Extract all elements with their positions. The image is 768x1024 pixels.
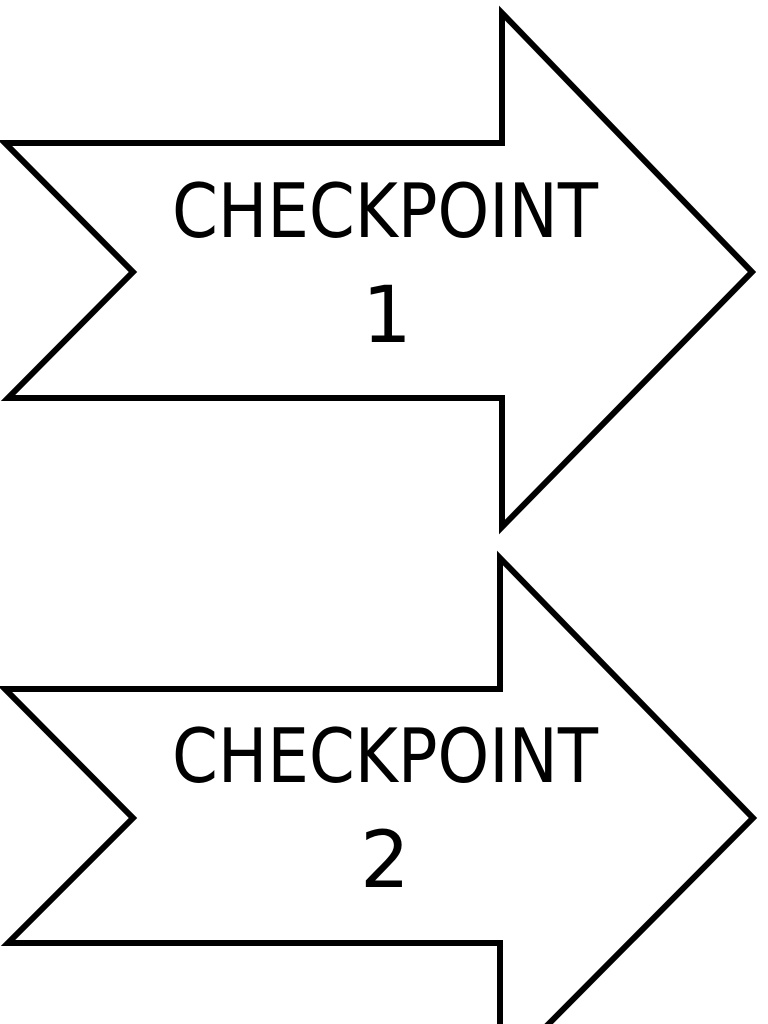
right-arrow-shape-1 <box>0 5 757 535</box>
checkpoint-arrow-1: CHECKPOINT 1 <box>0 5 757 535</box>
checkpoint-2-number: 2 <box>360 816 410 906</box>
checkpoint-1-label: CHECKPOINT <box>172 167 599 255</box>
right-arrow-shape-2 <box>0 550 758 1024</box>
checkpoint-arrow-2: CHECKPOINT 2 <box>0 550 758 1024</box>
checkpoint-1-number: 1 <box>362 271 412 361</box>
checkpoint-2-label: CHECKPOINT <box>172 712 599 800</box>
